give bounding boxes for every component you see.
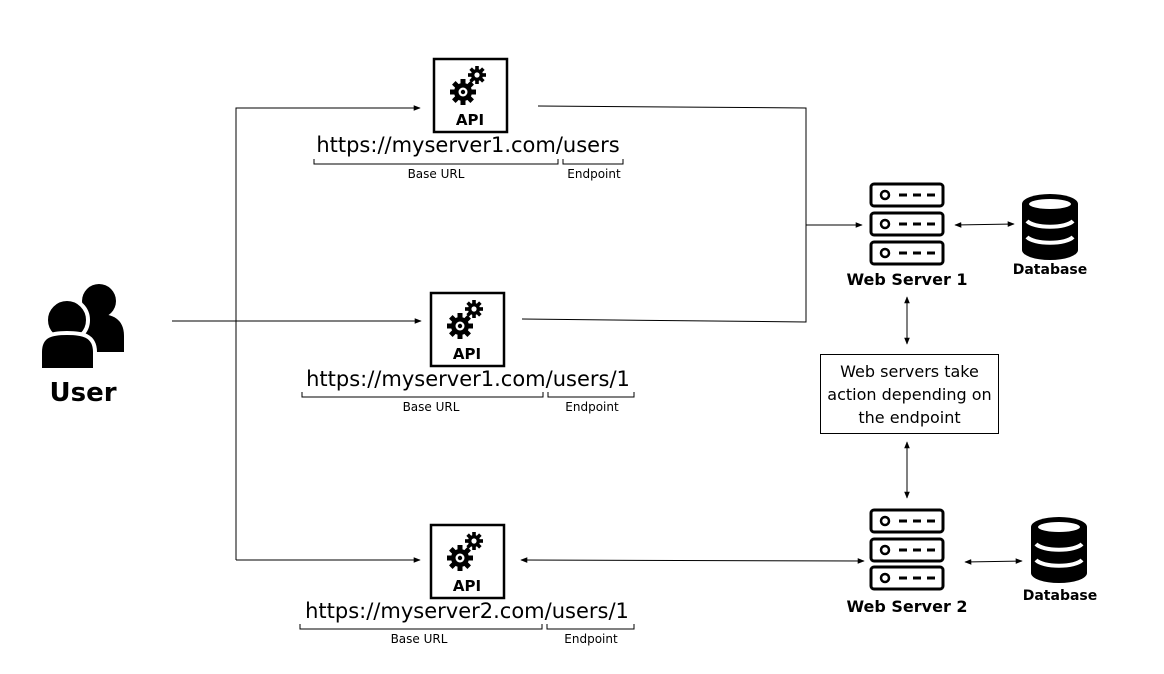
api-1-to-server-1-line <box>537 105 863 228</box>
api-box-2 <box>429 291 506 368</box>
endpoint-label-3: Endpoint <box>564 632 618 646</box>
server-icon <box>869 182 945 266</box>
note-box: Web servers take action depending on the… <box>820 354 999 434</box>
base-url-label-2: Base URL <box>402 400 460 414</box>
api-box-3 <box>429 523 506 600</box>
api-2-to-server-1-line <box>521 225 807 323</box>
user-to-api-1-line <box>235 105 421 560</box>
server-icon <box>869 508 945 591</box>
api-url-3: https://myserver2.com/users/1 <box>305 599 629 623</box>
endpoint-bracket-2 <box>547 392 635 398</box>
api-label-2: API <box>452 345 482 363</box>
api-box-1 <box>432 57 509 134</box>
server-label-2: Web Server 2 <box>846 597 968 616</box>
note-text: Web servers take action depending on the… <box>827 361 992 427</box>
api-3-server-2-line <box>520 557 865 564</box>
user-label: User <box>49 378 117 408</box>
endpoint-bracket-3 <box>546 624 635 630</box>
api-label-1: API <box>455 111 485 129</box>
server-label-1: Web Server 1 <box>846 270 968 289</box>
api-url-2: https://myserver1.com/users/1 <box>306 367 630 391</box>
database-icon <box>1029 515 1089 585</box>
url-brackets <box>299 159 635 630</box>
base-url-label-3: Base URL <box>390 632 448 646</box>
endpoint-label-1: Endpoint <box>567 167 621 181</box>
users-icon <box>38 284 124 372</box>
api-url-1: https://myserver1.com/users <box>316 133 620 157</box>
database-label-2: Database <box>1022 588 1098 604</box>
base-url-bracket-1 <box>313 159 559 165</box>
endpoint-bracket-1 <box>562 159 624 165</box>
api-label-3: API <box>452 577 482 595</box>
endpoint-label-2: Endpoint <box>565 400 619 414</box>
base-url-bracket-2 <box>301 392 544 398</box>
database-icon <box>1020 192 1080 262</box>
database-label-1: Database <box>1012 262 1088 278</box>
base-url-bracket-3 <box>299 624 543 630</box>
server-1-to-db-1-line <box>954 221 1015 228</box>
connectors <box>172 105 1023 565</box>
server-2-to-db-2-line <box>964 558 1023 565</box>
base-url-label-1: Base URL <box>407 167 465 181</box>
